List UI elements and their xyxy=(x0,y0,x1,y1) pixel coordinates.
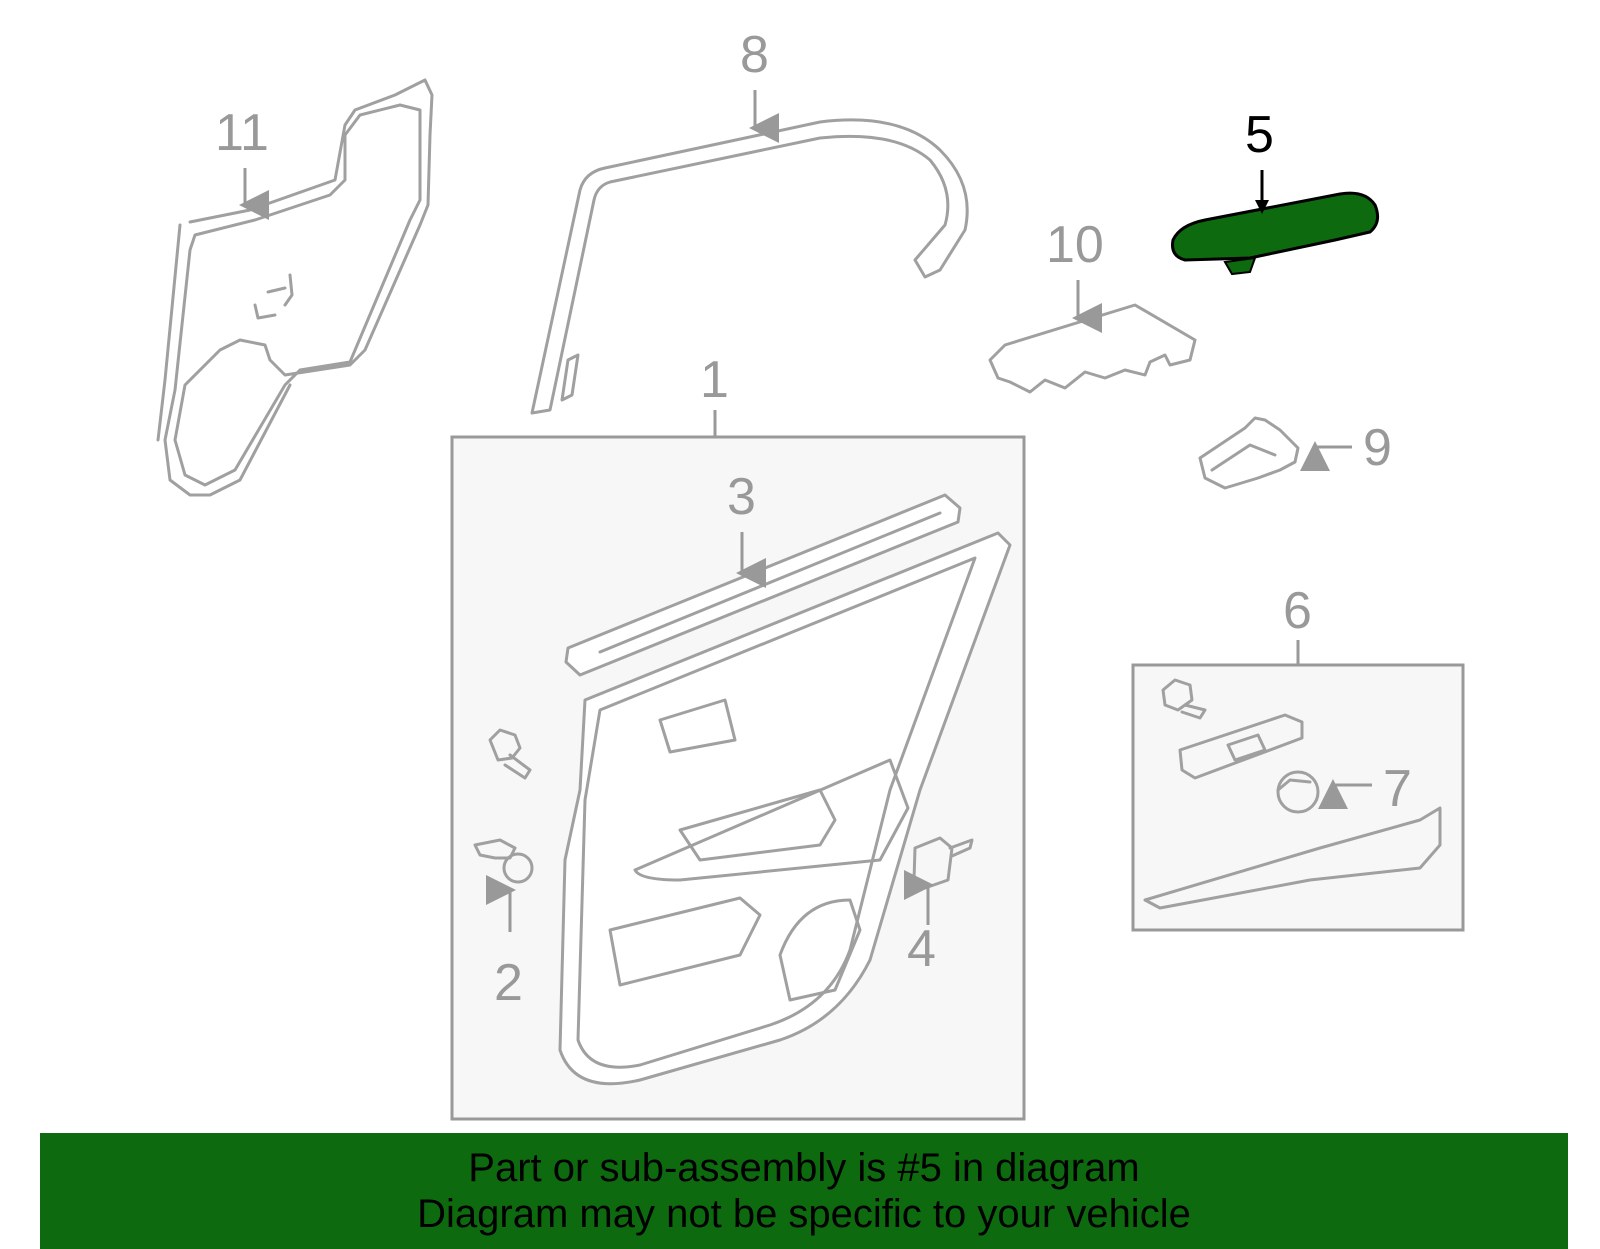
callout-label-11: 11 xyxy=(215,104,269,162)
callout-7: 7 xyxy=(1318,760,1412,818)
callout-label-8: 8 xyxy=(740,26,769,84)
callout-9: 9 xyxy=(1300,419,1392,477)
callout-5: 5 xyxy=(1245,106,1274,214)
banner-line-1: Part or sub-assembly is #5 in diagram xyxy=(468,1146,1140,1190)
callout-label-1: 1 xyxy=(700,351,729,409)
callout-10: 10 xyxy=(1046,216,1104,333)
part-5-armrest-pad[interactable] xyxy=(1171,191,1380,276)
callout-4: 4 xyxy=(904,870,936,978)
callout-2: 2 xyxy=(486,875,523,1012)
part-1-door-trim-panel[interactable] xyxy=(558,531,1012,1086)
part-11-insulator[interactable] xyxy=(156,78,434,497)
banner-line-2: Diagram may not be specific to your vehi… xyxy=(417,1192,1191,1236)
callout-label-4: 4 xyxy=(907,920,936,978)
callout-label-5: 5 xyxy=(1245,106,1274,164)
callout-arrowhead-5 xyxy=(1255,200,1269,214)
callout-label-10: 10 xyxy=(1046,216,1104,274)
part-6-armrest-assembly[interactable] xyxy=(1143,678,1442,910)
callout-8: 8 xyxy=(740,26,779,143)
callout-label-7: 7 xyxy=(1383,760,1412,818)
notice-banner: Part or sub-assembly is #5 in diagram Di… xyxy=(40,1133,1568,1249)
callout-label-3: 3 xyxy=(727,468,756,526)
part-9-switch[interactable] xyxy=(1198,416,1300,490)
part-10-switch-panel[interactable] xyxy=(988,303,1197,394)
callout-3: 3 xyxy=(727,468,766,588)
callout-label-6: 6 xyxy=(1283,582,1312,640)
callout-label-2: 2 xyxy=(494,954,523,1012)
callout-label-9: 9 xyxy=(1363,419,1392,477)
callout-11: 11 xyxy=(215,104,269,220)
part-2-clip[interactable] xyxy=(473,728,534,884)
callout-6: 6 xyxy=(1283,582,1312,665)
callout-1: 1 xyxy=(700,351,729,437)
part-8-weatherstrip[interactable] xyxy=(530,118,969,415)
